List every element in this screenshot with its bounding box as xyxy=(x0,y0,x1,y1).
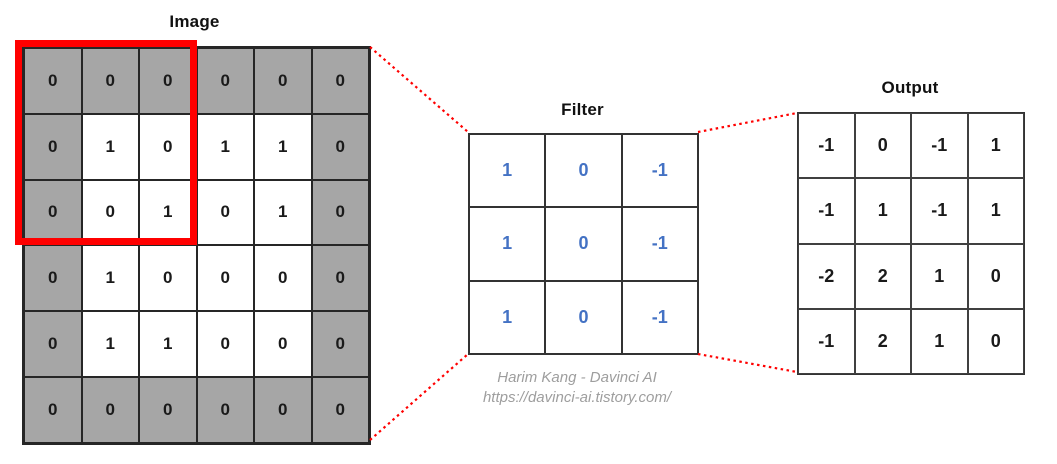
filter-cell-r2c2: 0 xyxy=(545,207,622,281)
image-cell-r4c2: 1 xyxy=(81,245,139,312)
image-cell-r1c5: 0 xyxy=(254,48,312,114)
image-cell-r2c5: 1 xyxy=(254,113,312,180)
output-cell-r4c4: 0 xyxy=(967,308,1024,375)
filter-cell-r1c3: -1 xyxy=(621,134,698,208)
image-cell-r5c6: 0 xyxy=(311,311,369,377)
image-cell-r6c1: 0 xyxy=(24,376,82,443)
image-cell-r3c1: 0 xyxy=(24,179,82,246)
image-panel-title: Image xyxy=(169,12,220,31)
image-cell-r2c2: 1 xyxy=(81,113,139,180)
filter-cell-r3c3: -1 xyxy=(621,280,698,354)
output-cell-r3c2: 2 xyxy=(854,243,911,309)
image-cell-r4c5: 0 xyxy=(254,245,312,312)
output-cell-r2c3: -1 xyxy=(911,178,968,244)
image-cell-r6c5: 0 xyxy=(254,376,312,443)
image-cell-r3c4: 0 xyxy=(196,179,254,246)
image-cell-r1c6: 0 xyxy=(311,48,369,114)
image-cell-r6c4: 0 xyxy=(196,376,254,443)
image-cell-r5c2: 1 xyxy=(81,311,139,377)
connector-filter-output-top xyxy=(697,111,798,134)
image-cell-r6c2: 0 xyxy=(81,376,139,443)
image-cell-r1c4: 0 xyxy=(196,48,254,114)
image-cell-r2c4: 1 xyxy=(196,113,254,180)
image-cell-r5c3: 1 xyxy=(139,311,197,377)
filter-panel-title: Filter xyxy=(561,100,604,119)
image-cell-r4c4: 0 xyxy=(196,245,254,312)
output-cell-r2c4: 1 xyxy=(967,178,1024,244)
output-cell-r1c1: -1 xyxy=(798,113,855,179)
output-cell-r1c3: -1 xyxy=(911,113,968,179)
attribution-author: Harim Kang - Davinci AI xyxy=(497,369,657,386)
output-cell-r4c2: 2 xyxy=(854,308,911,375)
output-cell-r4c3: 1 xyxy=(911,308,968,375)
output-cell-r4c1: -1 xyxy=(798,308,855,375)
output-cell-r3c1: -2 xyxy=(798,243,855,309)
output-cell-r1c2: 0 xyxy=(854,113,911,179)
image-cell-r2c3: 0 xyxy=(139,113,197,180)
image-cell-r1c3: 0 xyxy=(139,48,197,114)
connector-image-filter-top xyxy=(369,46,469,133)
output-cell-r2c1: -1 xyxy=(798,178,855,244)
filter-cell-r1c1: 1 xyxy=(469,134,546,208)
output-cell-r2c2: 1 xyxy=(854,178,911,244)
image-cell-r6c6: 0 xyxy=(311,376,369,443)
image-cell-r3c3: 1 xyxy=(139,179,197,246)
image-cell-r3c5: 1 xyxy=(254,179,312,246)
image-cell-r1c1: 0 xyxy=(24,48,82,114)
image-cell-r4c1: 0 xyxy=(24,245,82,312)
image-cell-r3c6: 0 xyxy=(311,179,369,246)
filter-cell-r3c1: 1 xyxy=(469,280,546,354)
output-cell-r1c4: 1 xyxy=(967,113,1024,179)
image-cell-r5c1: 0 xyxy=(24,311,82,377)
attribution: Harim Kang - Davinci AI https://davinci-… xyxy=(427,368,727,408)
image-cell-r2c6: 0 xyxy=(311,113,369,180)
output-cell-r3c4: 0 xyxy=(967,243,1024,309)
image-cell-r2c1: 0 xyxy=(24,113,82,180)
image-cell-r4c3: 0 xyxy=(139,245,197,312)
image-cell-r6c3: 0 xyxy=(139,376,197,443)
filter-cell-r3c2: 0 xyxy=(545,280,622,354)
image-cell-r1c2: 0 xyxy=(81,48,139,114)
filter-cell-r1c2: 0 xyxy=(545,134,622,208)
image-cell-r5c5: 0 xyxy=(254,311,312,377)
image-cell-r4c6: 0 xyxy=(311,245,369,312)
image-cell-r3c2: 0 xyxy=(81,179,139,246)
output-panel-title: Output xyxy=(881,78,939,97)
filter-cell-r2c1: 1 xyxy=(469,207,546,281)
output-cell-r3c3: 1 xyxy=(911,243,968,309)
filter-cell-r2c3: -1 xyxy=(621,207,698,281)
attribution-url: https://davinci-ai.tistory.com/ xyxy=(482,389,672,406)
image-cell-r5c4: 0 xyxy=(196,311,254,377)
